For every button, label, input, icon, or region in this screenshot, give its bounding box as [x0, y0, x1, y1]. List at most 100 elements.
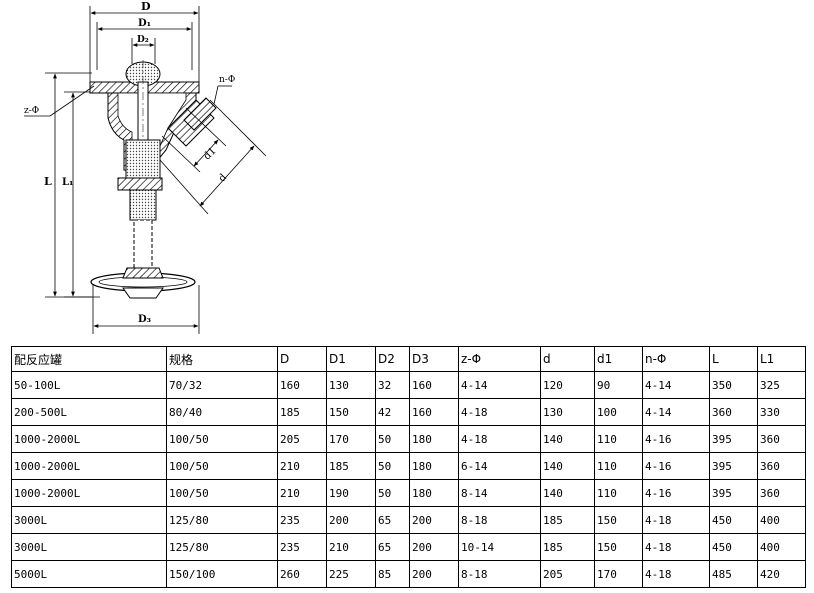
table-cell-z-phi: 6-14 [458, 452, 541, 480]
table-cell-D1: 185 [326, 452, 376, 480]
table-cell-D3: 200 [409, 533, 459, 561]
table-cell-D: 160 [277, 371, 327, 399]
side-outlet: n-Φ [167, 75, 235, 147]
table-cell-L1: 330 [757, 398, 806, 426]
dim-D2-label: D₂ [137, 35, 149, 45]
table-cell-D3: 160 [409, 371, 459, 399]
dim-L1-label: L₁ [62, 177, 73, 188]
table-cell-z-phi: 4-18 [458, 425, 541, 453]
table-cell-D3: 180 [409, 452, 459, 480]
table-cell-z-phi: 8-18 [458, 560, 541, 588]
valve-body [89, 60, 200, 300]
table-cell-D3: 180 [409, 425, 459, 453]
table-cell-n-phi: 4-16 [642, 452, 710, 480]
table-cell-L: 395 [709, 479, 758, 507]
table-cell-D2: 65 [375, 533, 410, 561]
header-cell-D3: D3 [409, 346, 459, 372]
table-cell-d1: 110 [594, 425, 643, 453]
table-cell-D2: 50 [375, 452, 410, 480]
header-cell-d: d [540, 346, 595, 372]
table-cell-L1: 360 [757, 479, 806, 507]
header-cell-z-phi: z-Φ [458, 346, 541, 372]
table-cell-D: 185 [277, 398, 327, 426]
header-cell-L: L [709, 346, 758, 372]
dimension-D: D [89, 0, 200, 90]
table-cell-d: 130 [540, 398, 595, 426]
table-cell-spec: 100/50 [166, 479, 278, 507]
table-cell-reactor: 3000L [11, 506, 167, 534]
table-cell-d: 185 [540, 506, 595, 534]
table-cell-reactor: 200-500L [11, 398, 167, 426]
header-cell-d1: d1 [594, 346, 643, 372]
table-cell-z-phi: 4-18 [458, 398, 541, 426]
table-cell-d: 205 [540, 560, 595, 588]
table-cell-spec: 150/100 [166, 560, 278, 588]
table-cell-d1: 100 [594, 398, 643, 426]
table-cell-D1: 200 [326, 506, 376, 534]
table-cell-d1: 90 [594, 371, 643, 399]
table-cell-D3: 200 [409, 506, 459, 534]
table-cell-L: 350 [709, 371, 758, 399]
dimension-D2: D₂ [131, 35, 156, 64]
table-cell-d: 120 [540, 371, 595, 399]
table-cell-d1: 150 [594, 533, 643, 561]
dim-D-label: D [141, 0, 151, 13]
table-cell-D: 260 [277, 560, 327, 588]
table-cell-D2: 65 [375, 506, 410, 534]
table-cell-n-phi: 4-18 [642, 506, 710, 534]
table-cell-L: 450 [709, 506, 758, 534]
table-cell-d: 185 [540, 533, 595, 561]
table-cell-d: 140 [540, 425, 595, 453]
table-cell-reactor: 50-100L [11, 371, 167, 399]
table-cell-d: 140 [540, 479, 595, 507]
lower-shaft [133, 219, 153, 269]
table-cell-D: 235 [277, 506, 327, 534]
table-cell-reactor: 5000L [11, 560, 167, 588]
table-cell-D1: 210 [326, 533, 376, 561]
header-cell-n-phi: n-Φ [642, 346, 710, 372]
handwheel-base [122, 287, 164, 299]
dim-d-label: d [217, 172, 230, 185]
table-cell-D2: 50 [375, 425, 410, 453]
table-cell-D1: 170 [326, 425, 376, 453]
table-cell-d1: 170 [594, 560, 643, 588]
z-phi-leader: z-Φ [24, 85, 95, 117]
table-cell-L1: 325 [757, 371, 806, 399]
table-cell-L: 450 [709, 533, 758, 561]
table-cell-L: 395 [709, 425, 758, 453]
table-cell-reactor: 3000L [11, 533, 167, 561]
gland [129, 189, 157, 221]
table-cell-reactor: 1000-2000L [11, 479, 167, 507]
table-cell-L: 360 [709, 398, 758, 426]
table-cell-n-phi: 4-18 [642, 533, 710, 561]
table-cell-spec: 100/50 [166, 452, 278, 480]
table-cell-z-phi: 8-14 [458, 479, 541, 507]
table-cell-L: 395 [709, 452, 758, 480]
seat-block [125, 139, 161, 179]
table-cell-L1: 360 [757, 425, 806, 453]
table-cell-D: 205 [277, 425, 327, 453]
table-cell-L1: 400 [757, 506, 806, 534]
dim-L-label: L [44, 175, 52, 188]
table-cell-spec: 80/40 [166, 398, 278, 426]
table-cell-reactor: 1000-2000L [11, 452, 167, 480]
table-cell-L1: 420 [757, 560, 806, 588]
dimension-D1: D₁ [96, 18, 193, 70]
table-cell-n-phi: 4-16 [642, 425, 710, 453]
table-cell-D2: 32 [375, 371, 410, 399]
table-cell-n-phi: 4-14 [642, 371, 710, 399]
table-cell-D: 210 [277, 479, 327, 507]
table-cell-z-phi: 10-14 [458, 533, 541, 561]
table-cell-D3: 160 [409, 398, 459, 426]
dim-d1-label: d1 [202, 146, 219, 163]
dim-D3-label: D₃ [138, 314, 151, 325]
header-cell-reactor: 配反应罐 [11, 346, 167, 372]
